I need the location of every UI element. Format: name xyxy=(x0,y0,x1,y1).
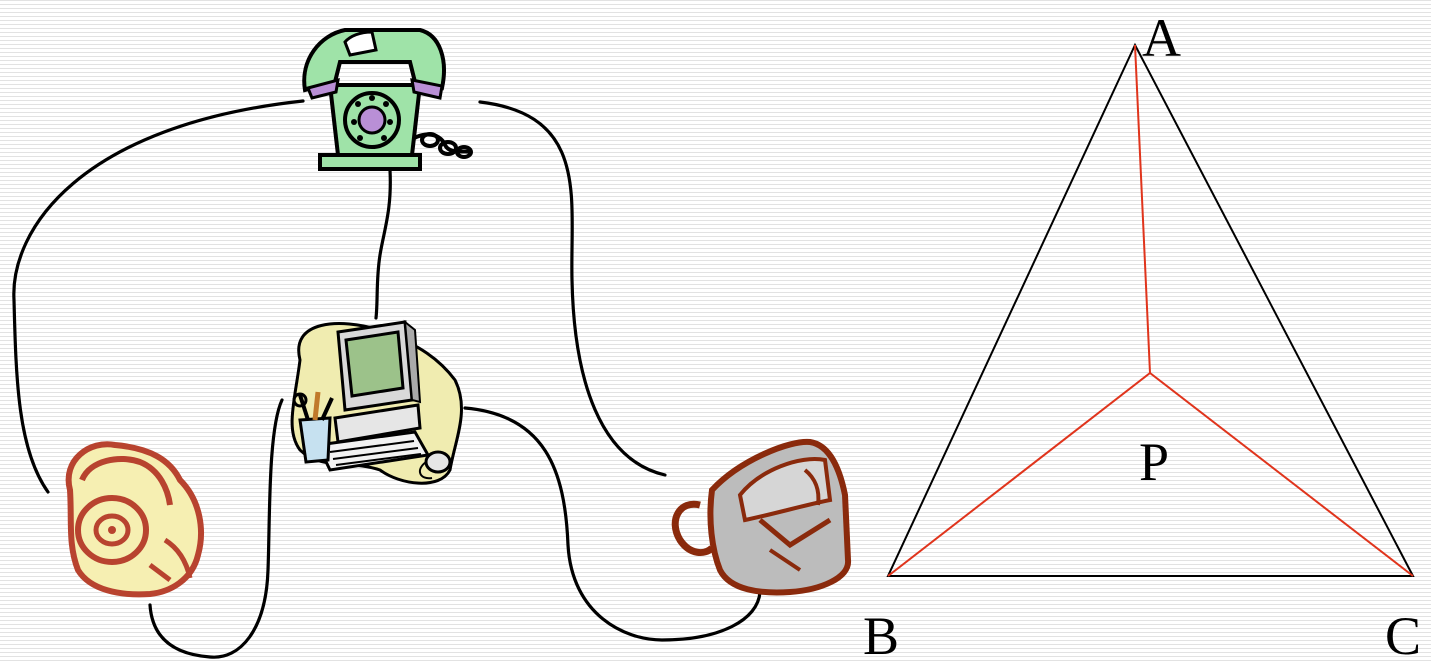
vertex-label-c: C xyxy=(1385,606,1421,662)
desktop-computer-icon xyxy=(290,319,463,485)
segment-pb xyxy=(887,372,1151,577)
vertex-label-b: B xyxy=(863,606,899,662)
triangle-abc: A B C P xyxy=(863,8,1421,662)
wire-computer-to-left-phone xyxy=(148,398,284,659)
point-label-p: P xyxy=(1139,432,1169,492)
triangle-edges xyxy=(886,42,1415,577)
network-wires xyxy=(12,99,762,659)
green-rotary-telephone-icon xyxy=(302,28,473,171)
vertex-label-a: A xyxy=(1142,8,1181,68)
wire-top-phone-to-right-phone xyxy=(478,100,667,477)
wire-top-phone-to-computer xyxy=(374,168,392,320)
wire-top-phone-to-left-phone xyxy=(12,99,305,494)
yellow-rotary-telephone-icon xyxy=(65,441,204,598)
segment-pa xyxy=(1134,44,1151,374)
gray-telephone-icon xyxy=(671,438,851,596)
wire-computer-to-right-phone xyxy=(463,406,762,642)
segment-pc xyxy=(1149,372,1414,577)
